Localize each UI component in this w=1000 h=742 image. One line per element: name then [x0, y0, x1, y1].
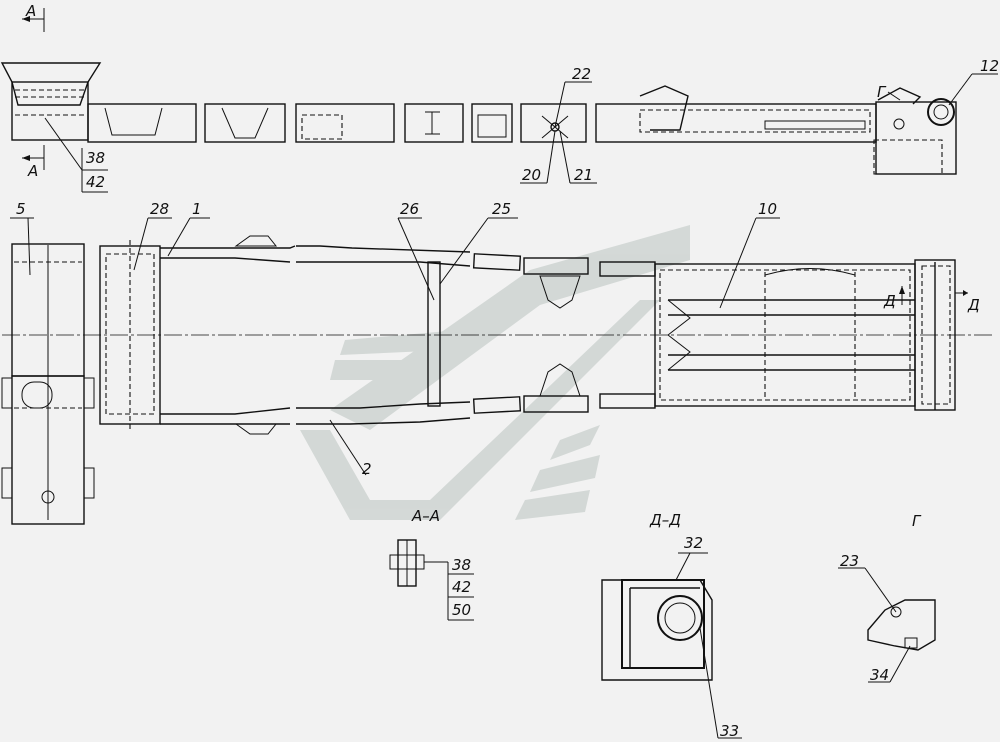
callout-12: 12	[980, 57, 999, 75]
callout-aa-50: 50	[452, 601, 471, 619]
callout-top-38: 38	[86, 149, 105, 167]
side-view	[0, 8, 998, 193]
cut-mark-a-top: А	[25, 2, 36, 20]
callout-33: 33	[720, 722, 739, 740]
callout-21: 21	[574, 166, 593, 184]
section-dd-title: Д–Д	[649, 511, 681, 529]
callout-32: 32	[684, 534, 703, 552]
callout-20: 20	[522, 166, 541, 184]
callout-top-42: 42	[86, 173, 105, 191]
callout-10: 10	[758, 200, 777, 218]
callout-2: 2	[362, 460, 372, 478]
plan-view	[1, 217, 995, 525]
callout-22: 22	[572, 65, 591, 83]
callout-34: 34	[870, 666, 889, 684]
callout-28: 28	[150, 200, 169, 218]
callout-1: 1	[192, 200, 202, 218]
cut-mark-g-top: Г	[877, 83, 887, 101]
section-dd	[601, 552, 742, 739]
callout-25: 25	[492, 200, 511, 218]
cut-mark-a-bottom: А	[27, 162, 38, 180]
callout-labels: А А 38 42 22 20 21 Г 12 5 28 1 26 25 10 …	[16, 2, 999, 740]
callout-aa-38: 38	[452, 556, 471, 574]
callout-23: 23	[840, 552, 859, 570]
cut-mark-d-left: Д	[883, 292, 896, 310]
view-g-title: Г	[912, 512, 922, 530]
view-g	[838, 567, 936, 683]
callout-aa-42: 42	[452, 578, 471, 596]
cut-mark-d-right: Д	[967, 296, 980, 314]
section-aa	[389, 539, 474, 621]
callout-26: 26	[400, 200, 419, 218]
section-aa-title: А–А	[411, 507, 440, 525]
callout-5: 5	[16, 200, 26, 218]
